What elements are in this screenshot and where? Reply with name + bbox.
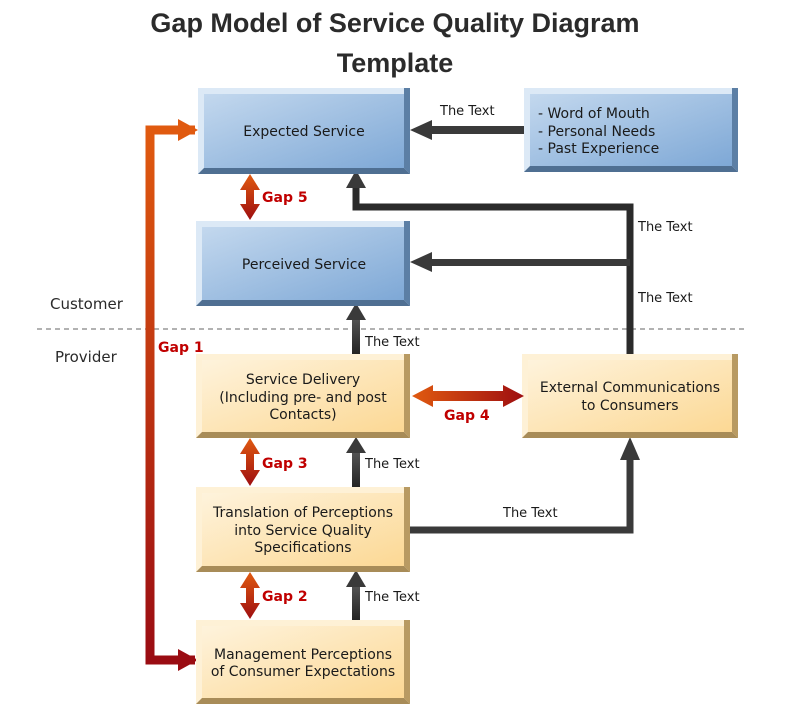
gap-4-label: Gap 4 bbox=[444, 408, 490, 424]
translation-line-2: into Service Quality bbox=[234, 523, 371, 539]
box-perceived-service[interactable]: Perceived Service bbox=[196, 221, 410, 306]
expected-service-label: Expected Service bbox=[243, 124, 365, 140]
box-management-perceptions[interactable]: Management Perceptions of Consumer Expec… bbox=[196, 620, 410, 704]
connector-sources-to-expected bbox=[410, 120, 524, 140]
gap-2-arrow bbox=[240, 572, 260, 619]
external-comms-line-2: to Consumers bbox=[581, 398, 678, 414]
label-sources-to-expected: The Text bbox=[439, 104, 495, 119]
connector-external-to-perceived bbox=[410, 252, 630, 272]
label-external-to-perceived: The Text bbox=[637, 291, 693, 306]
gap-5-label: Gap 5 bbox=[262, 190, 308, 206]
gap-1-arrow bbox=[145, 119, 198, 671]
gap-3-arrow bbox=[240, 438, 260, 486]
service-delivery-line-1: Service Delivery bbox=[246, 372, 360, 388]
gap-4-arrow bbox=[412, 385, 524, 407]
box-expected-service[interactable]: Expected Service bbox=[198, 88, 410, 174]
zone-label-customer: Customer bbox=[50, 295, 124, 313]
source-personal-needs: - Personal Needs bbox=[538, 124, 655, 140]
label-management-to-translation: The Text bbox=[364, 590, 420, 605]
source-past-experience: - Past Experience bbox=[538, 141, 659, 157]
connector-translation-to-delivery bbox=[346, 437, 366, 489]
box-service-delivery[interactable]: Service Delivery (Including pre- and pos… bbox=[196, 354, 410, 438]
label-delivery-to-perceived: The Text bbox=[364, 335, 420, 350]
diagram-title-line-1: Gap Model of Service Quality Diagram bbox=[150, 8, 640, 38]
management-line-1: Management Perceptions bbox=[214, 647, 392, 663]
box-expectation-sources[interactable]: - Word of Mouth - Personal Needs - Past … bbox=[524, 88, 738, 172]
connector-delivery-to-perceived bbox=[346, 303, 366, 355]
gap-2-label: Gap 2 bbox=[262, 589, 308, 605]
translation-line-3: Specifications bbox=[254, 540, 351, 556]
source-word-of-mouth: - Word of Mouth bbox=[538, 106, 650, 122]
diagram-title-line-2: Template bbox=[336, 48, 454, 78]
box-external-communications[interactable]: External Communications to Consumers bbox=[522, 354, 738, 438]
gap-3-label: Gap 3 bbox=[262, 456, 308, 472]
gap-1-label: Gap 1 bbox=[158, 340, 204, 356]
perceived-service-label: Perceived Service bbox=[242, 257, 366, 273]
label-translation-to-external: The Text bbox=[502, 506, 558, 521]
translation-line-1: Translation of Perceptions bbox=[212, 505, 393, 521]
box-translation-of-perceptions[interactable]: Translation of Perceptions into Service … bbox=[196, 487, 410, 572]
service-delivery-line-2: (Including pre- and post bbox=[219, 390, 387, 406]
external-comms-line-1: External Communications bbox=[540, 380, 720, 396]
label-external-to-expected: The Text bbox=[637, 220, 693, 235]
management-line-2: of Consumer Expectations bbox=[211, 664, 395, 680]
connector-external-to-expected bbox=[346, 170, 634, 355]
connector-translation-to-external bbox=[410, 437, 640, 534]
connector-management-to-translation bbox=[346, 570, 366, 621]
service-delivery-line-3: Contacts) bbox=[269, 407, 336, 423]
label-translation-to-delivery: The Text bbox=[364, 457, 420, 472]
gap-5-arrow bbox=[240, 174, 260, 220]
zone-label-provider: Provider bbox=[55, 348, 118, 366]
